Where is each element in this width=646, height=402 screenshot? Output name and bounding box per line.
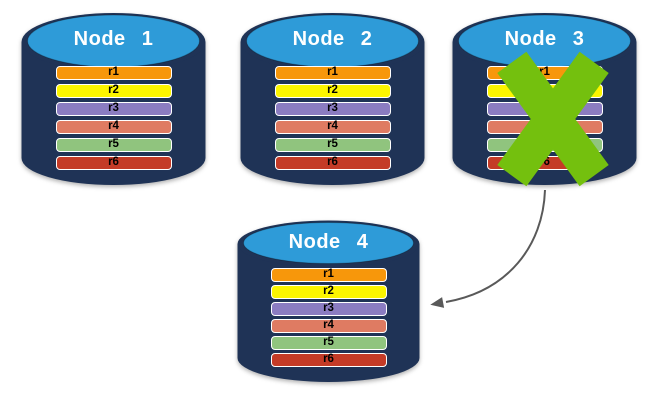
replica-row-r2: r2 (274, 84, 391, 98)
replica-rows: r1 r2 r3 r4 r5 r6 (274, 66, 391, 170)
replica-row-r6: r6 (274, 156, 391, 170)
replica-row-r4: r4 (55, 120, 172, 134)
failure-x-icon (497, 51, 609, 187)
node-title: Node 1 (73, 28, 154, 50)
replica-row-r2: r2 (270, 285, 387, 299)
arrowhead-icon (430, 297, 445, 308)
replica-row-r1: r1 (274, 66, 391, 80)
replica-rows: r1 r2 r3 r4 r5 r6 (55, 66, 172, 170)
node-title: Node 3 (504, 28, 585, 50)
node-3: Node 3 r1 r2 r3 r4 r5 r6 (452, 11, 637, 189)
replica-row-r6: r6 (55, 156, 172, 170)
replica-row-r2: r2 (55, 84, 172, 98)
replica-row-r5: r5 (55, 138, 172, 152)
replica-row-r3: r3 (274, 102, 391, 116)
node-1: Node 1 r1 r2 r3 r4 r5 r6 (21, 11, 206, 189)
replica-row-r1: r1 (55, 66, 172, 80)
replica-row-r3: r3 (270, 302, 387, 316)
node-2: Node 2 r1 r2 r3 r4 r5 r6 (240, 11, 425, 189)
replica-row-r5: r5 (274, 138, 391, 152)
replica-row-r5: r5 (270, 336, 387, 350)
node-title: Node 4 (288, 231, 369, 253)
replica-row-r4: r4 (274, 120, 391, 134)
replica-rows: r1 r2 r3 r4 r5 r6 (270, 268, 387, 367)
replica-row-r4: r4 (270, 319, 387, 333)
replica-row-r6: r6 (270, 353, 387, 367)
replica-row-r1: r1 (270, 268, 387, 282)
node-title: Node 2 (292, 28, 373, 50)
replica-row-r3: r3 (55, 102, 172, 116)
node-4: Node 4 r1 r2 r3 r4 r5 r6 (237, 218, 420, 386)
